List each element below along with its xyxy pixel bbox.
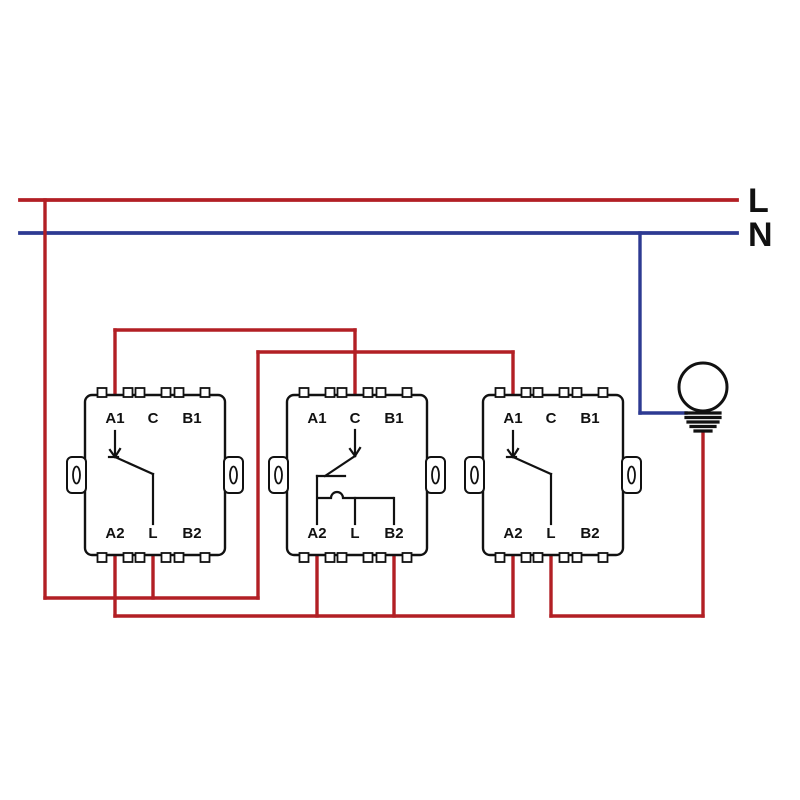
mounting-hole-right: [627, 465, 636, 485]
terminal-tab: [160, 387, 172, 398]
terminal-tab: [520, 552, 532, 563]
terminal-label-b2: B2: [384, 525, 403, 542]
lever-arrow-left: [506, 448, 515, 459]
terminal-tab: [597, 552, 609, 563]
mounting-hole-right: [229, 465, 238, 485]
lever-arrow-right: [113, 447, 122, 459]
terminal-tab: [199, 387, 211, 398]
terminal-tab: [532, 552, 544, 563]
lever-arrow-right: [353, 446, 362, 458]
terminal-label-l: L: [546, 525, 555, 542]
terminal-tab: [96, 387, 108, 398]
power-rails-layer: [18, 198, 739, 235]
mounting-hole-left: [72, 465, 81, 485]
lever-arrow-right: [511, 447, 520, 459]
terminal-label-a1: A1: [503, 410, 522, 427]
switch-lever: [113, 455, 155, 476]
terminal-tab: [401, 387, 413, 398]
terminal-tab: [494, 552, 506, 563]
terminal-label-c: C: [148, 410, 159, 427]
mounting-hole-right: [431, 465, 440, 485]
mounting-hole-left: [470, 465, 479, 485]
terminal-tab: [122, 552, 134, 563]
terminal-tab: [324, 552, 336, 563]
terminal-tab: [173, 387, 185, 398]
terminal-label-l: L: [148, 525, 157, 542]
terminal-tab: [375, 552, 387, 563]
terminal-label-a2: A2: [503, 525, 522, 542]
terminal-label-b1: B1: [580, 410, 599, 427]
terminal-label-a1: A1: [307, 410, 326, 427]
terminal-tab: [362, 552, 374, 563]
terminal-label-c: C: [350, 410, 361, 427]
terminal-tab: [571, 552, 583, 563]
mounting-hole-left: [274, 465, 283, 485]
contact-rail-lower-with-hop: [317, 490, 394, 500]
wires-layer: [43, 198, 705, 618]
terminal-label-b2: B2: [580, 525, 599, 542]
lever-arrow-left: [108, 448, 117, 459]
terminal-label-a1: A1: [105, 410, 124, 427]
terminal-label-a2: A2: [307, 525, 326, 542]
terminal-tab: [160, 552, 172, 563]
terminal-tab: [532, 387, 544, 398]
terminal-tab: [558, 387, 570, 398]
terminal-tab: [173, 552, 185, 563]
terminal-label-b2: B2: [182, 525, 201, 542]
terminal-tab: [362, 387, 374, 398]
terminal-tab: [122, 387, 134, 398]
terminal-tab: [375, 387, 387, 398]
neutral-rail-label: N: [748, 216, 773, 254]
terminal-tab: [336, 552, 348, 563]
terminal-tab: [520, 387, 532, 398]
lamp-icon: [677, 361, 729, 433]
switch-lever: [323, 454, 357, 478]
terminal-tab: [558, 552, 570, 563]
terminal-tab: [597, 387, 609, 398]
terminal-tab: [401, 552, 413, 563]
terminal-label-a2: A2: [105, 525, 124, 542]
terminal-label-l: L: [350, 525, 359, 542]
terminal-tab: [96, 552, 108, 563]
live-rail-label: L: [748, 182, 769, 220]
terminal-tab: [298, 552, 310, 563]
terminal-tab: [199, 552, 211, 563]
terminal-label-c: C: [546, 410, 557, 427]
terminal-tab: [494, 387, 506, 398]
terminal-tab: [571, 387, 583, 398]
terminal-tab: [298, 387, 310, 398]
terminal-label-b1: B1: [384, 410, 403, 427]
lamp-bulb: [677, 361, 729, 413]
lamp-layer: [677, 361, 729, 433]
terminal-tab: [134, 387, 146, 398]
switch-lever: [511, 455, 553, 476]
terminal-tab: [336, 387, 348, 398]
terminal-tab: [134, 552, 146, 563]
terminal-label-b1: B1: [182, 410, 201, 427]
terminal-tab: [324, 387, 336, 398]
lever-arrow-left: [348, 447, 357, 458]
